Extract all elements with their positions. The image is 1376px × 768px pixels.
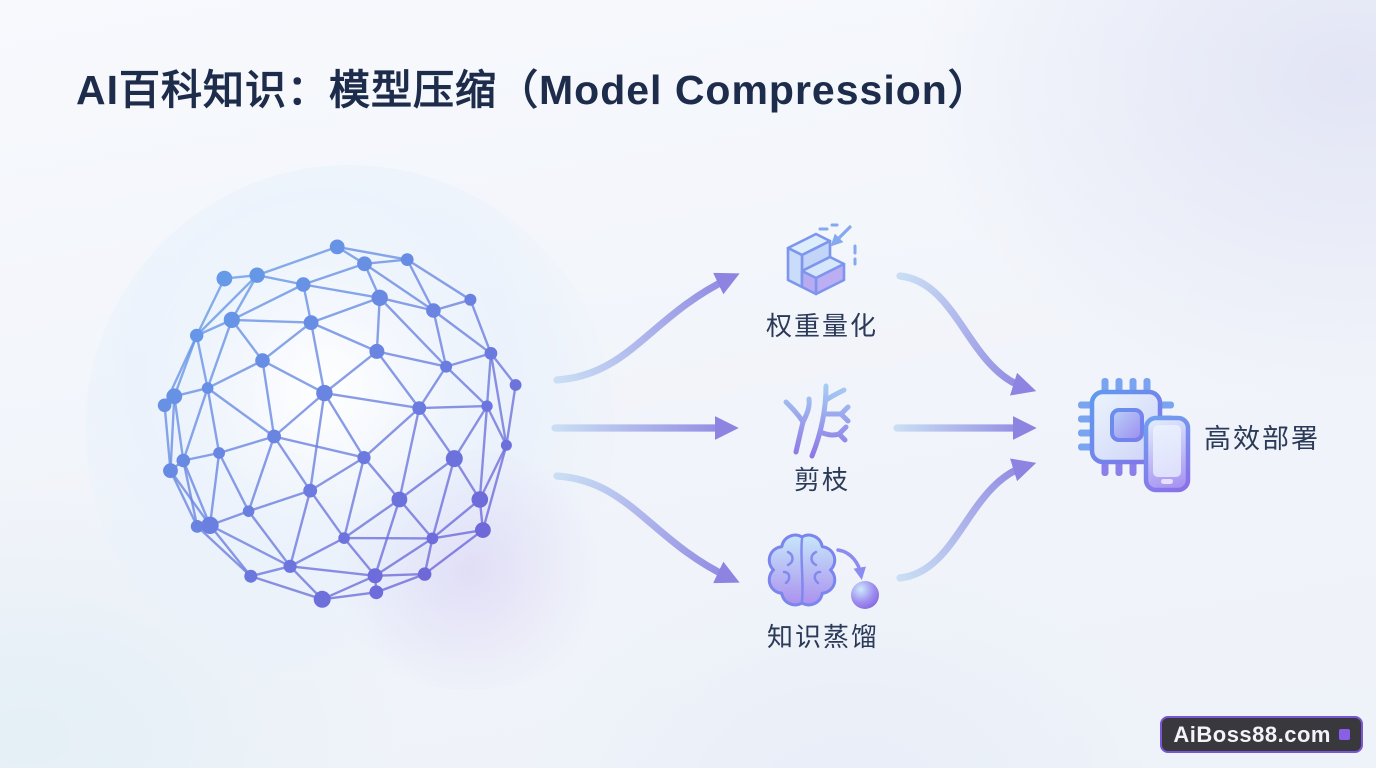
arrow-quantization-to-deploy	[896, 272, 1037, 396]
method-label-quantization: 权重量化	[765, 311, 878, 341]
deployment-label: 高效部署	[1204, 424, 1320, 454]
method-label-pruning: 剪枝	[793, 465, 850, 495]
page-title: AI百科知识：模型压缩（Model Compression）	[76, 67, 990, 113]
arrow-sphere-to-quantization	[553, 272, 740, 384]
watermark-badge: AiBoss88.com	[1160, 716, 1363, 753]
chip-device-icon	[1078, 378, 1191, 493]
pruning-branch-icon	[783, 383, 851, 459]
method-label-distillation: 知识蒸馏	[766, 622, 879, 652]
arrow-distillation-to-deploy	[896, 458, 1037, 582]
distillation-brain-icon	[767, 533, 879, 609]
distilled-model-sphere	[851, 581, 879, 609]
arrow-sphere-to-distillation	[553, 472, 740, 584]
network-sphere-graphic	[135, 222, 539, 626]
watermark-square-icon	[1339, 729, 1350, 740]
watermark-text: AiBoss88.com	[1173, 721, 1331, 747]
quantization-cube-icon	[786, 223, 857, 296]
flow-arrows	[551, 272, 1037, 584]
